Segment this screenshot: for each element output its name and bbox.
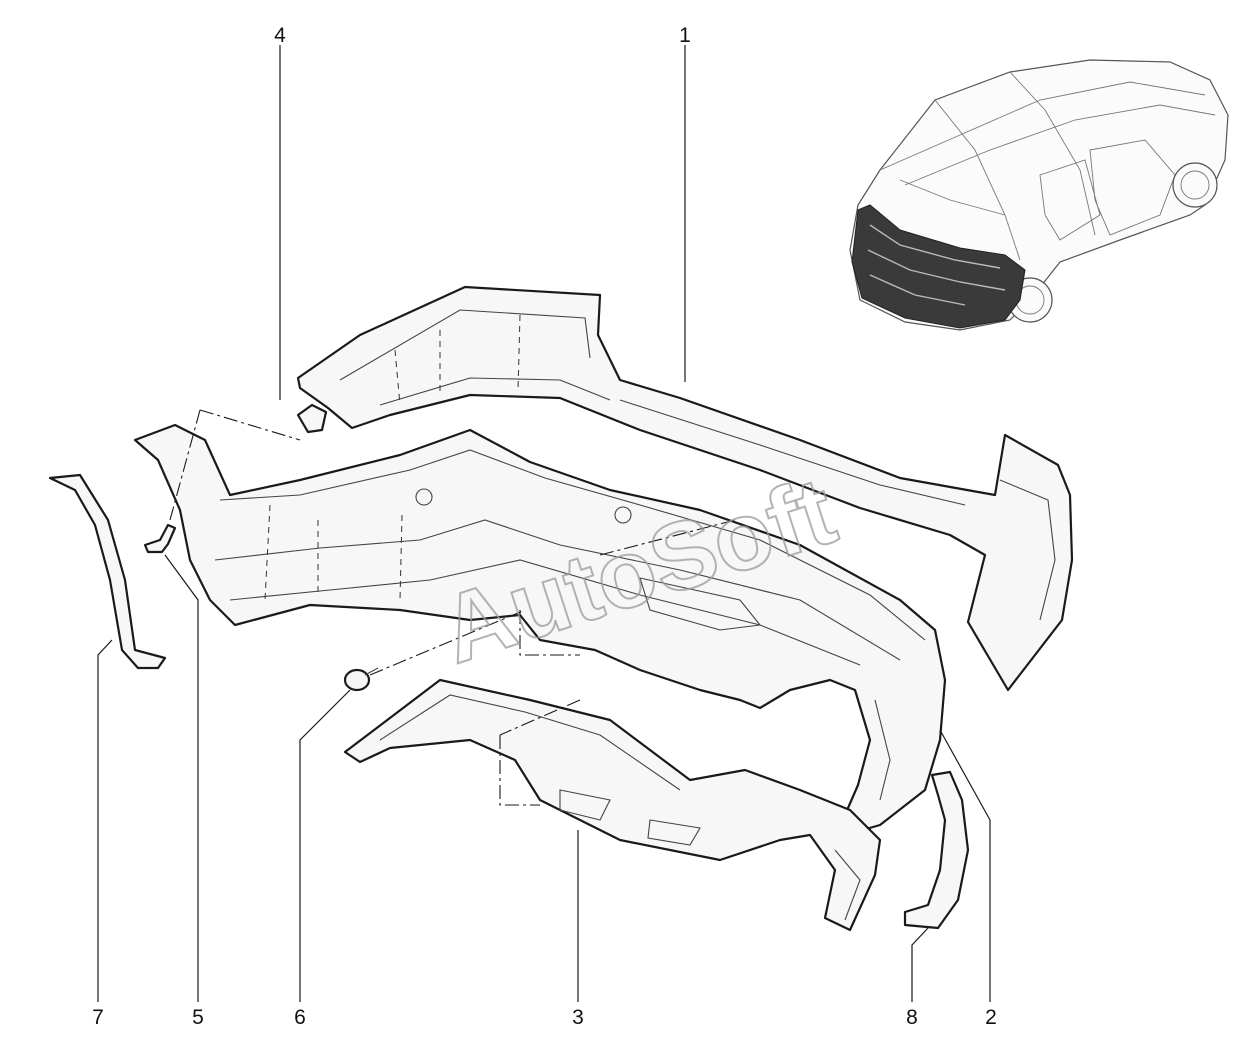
- car-reference-thumbnail: [849, 59, 1229, 331]
- right-trim-strip: [903, 770, 970, 930]
- main-bumper-body: [133, 423, 947, 840]
- push-clip: [343, 667, 379, 692]
- callout-6: 6: [294, 1006, 306, 1029]
- assembly-lines: [169, 409, 736, 806]
- callout-7: 7: [92, 1006, 104, 1029]
- left-trim-strip: [48, 473, 167, 670]
- callout-3: 3: [572, 1006, 584, 1029]
- bracket-clip: [296, 403, 328, 434]
- upper-bumper-cover: [296, 285, 1074, 692]
- callout-4: 4: [274, 24, 286, 47]
- screw: [143, 523, 177, 554]
- leader-lines: [97, 45, 991, 1002]
- lower-diffuser: [343, 678, 882, 932]
- callout-5: 5: [192, 1006, 204, 1029]
- callout-1: 1: [679, 24, 691, 47]
- callout-8: 8: [906, 1006, 918, 1029]
- callout-2: 2: [985, 1006, 997, 1029]
